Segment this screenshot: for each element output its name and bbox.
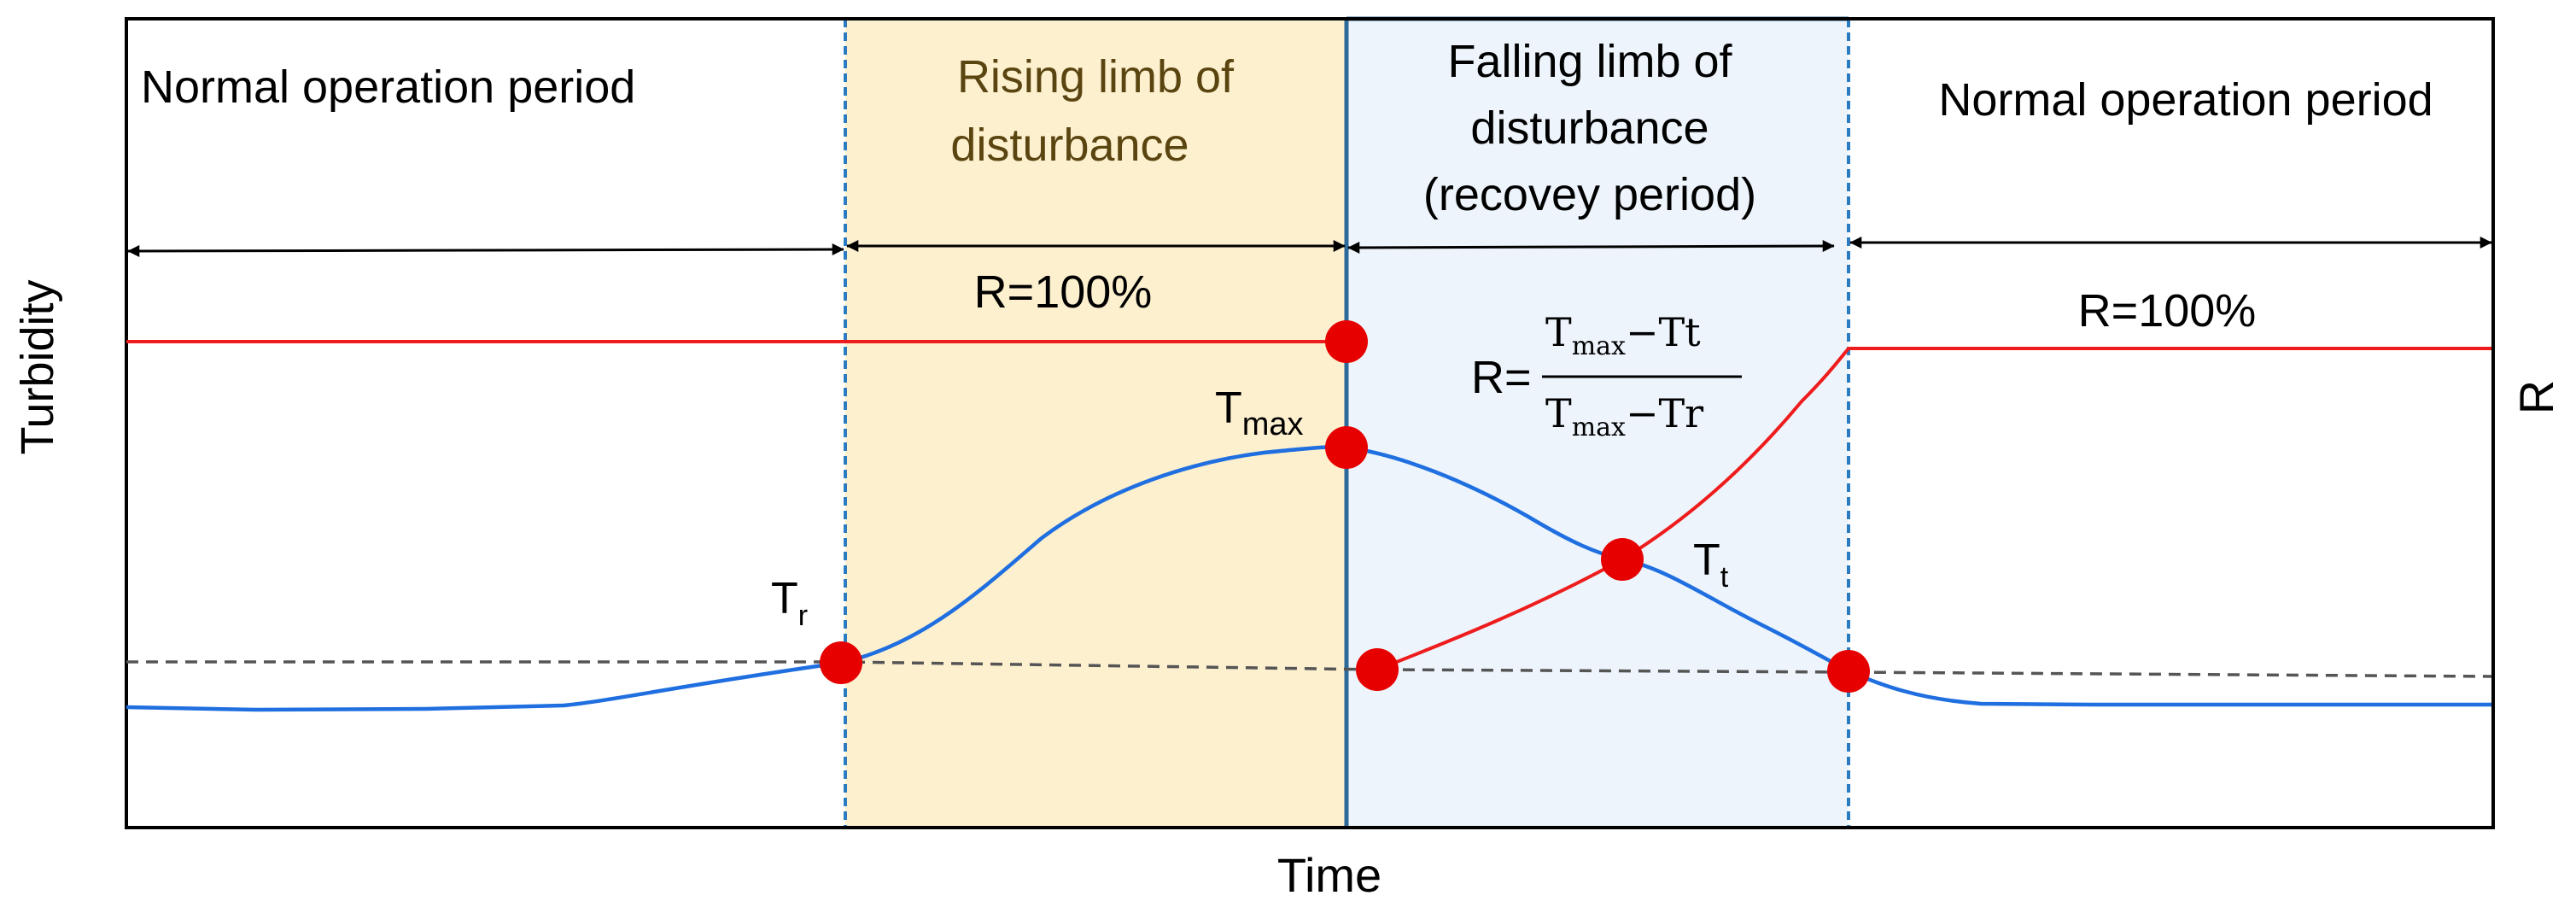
falling-period-arrow — [1347, 240, 1835, 254]
falling-label-line1: Falling limb of — [1447, 36, 1732, 87]
end-disturbance-marker — [1827, 650, 1870, 693]
falling-label-line3: (recovey period) — [1423, 169, 1756, 220]
rising-label-line1: Rising limb of — [957, 51, 1235, 102]
plot-frame — [125, 17, 2495, 829]
rising-label-line2: disturbance — [950, 120, 1189, 171]
tr-label: Tr — [771, 574, 808, 632]
normal-right-label: Normal operation period — [1938, 74, 2433, 126]
r-100-label-rising: R=100% — [974, 266, 1153, 318]
r-100-label-right: R=100% — [2078, 285, 2257, 337]
tmax-marker — [1325, 426, 1368, 469]
recovery-formula: R= Tmax−Tt Tmax−Tr — [1471, 309, 1742, 442]
tt-label: Tt — [1693, 536, 1729, 594]
falling-limb-region — [1346, 19, 1849, 828]
y-axis-right-label: R — [2509, 380, 2563, 414]
tr-marker — [820, 641, 862, 684]
rising-limb-region — [845, 19, 1346, 828]
normal-left-label: Normal operation period — [141, 61, 635, 113]
tmax-label: Tmax — [1215, 383, 1304, 442]
recovery-rate-curve — [1376, 347, 2491, 671]
formula-numerator: Tmax−Tt — [1545, 309, 1701, 361]
formula-denominator: Tmax−Tr — [1545, 390, 1703, 442]
y-axis-left-label: Turbidity — [12, 279, 63, 454]
r-100-marker — [1325, 320, 1368, 363]
r-zero-marker — [1356, 648, 1399, 691]
x-axis-label: Time — [1277, 848, 1381, 902]
normal-left-period-arrow — [127, 243, 844, 257]
baseline-dashed-line — [126, 660, 2492, 678]
tt-marker — [1601, 538, 1644, 581]
formula-lhs: R= — [1471, 352, 1532, 403]
falling-label-line2: disturbance — [1470, 102, 1709, 154]
